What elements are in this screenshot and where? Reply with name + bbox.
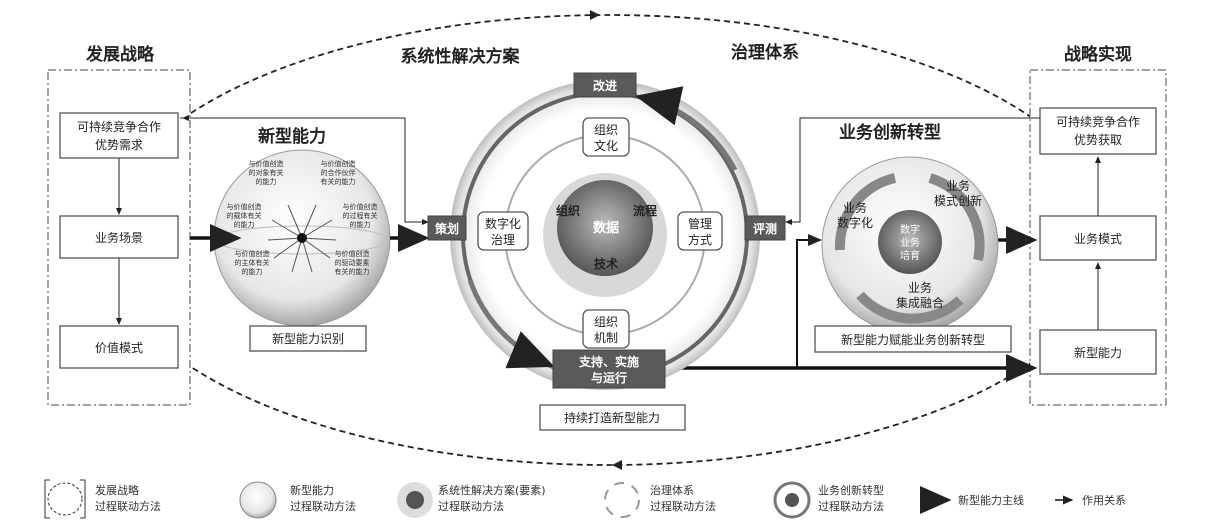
management-text-1: 管理: [688, 216, 712, 231]
governance-cycle: [450, 80, 760, 390]
capability-title: 新型能力: [258, 126, 326, 147]
support-text-1: 支持、实施: [578, 354, 639, 369]
digitize-text-1: 业务: [843, 200, 867, 215]
business-model-box: [1039, 215, 1157, 261]
sphere-text-driver: 与价值创造的驱动要素有关的能力: [334, 250, 370, 276]
business-sphere: [821, 156, 999, 334]
integrate-text-1: 业务: [908, 280, 932, 295]
legend-capability-icon: [239, 481, 277, 519]
demand-text-2: 优势需求: [95, 138, 143, 152]
value-mode-text: 价值模式: [95, 340, 143, 355]
advantage-text-2: 优势获取: [1074, 133, 1122, 147]
demand-box: [59, 112, 179, 159]
legend-strategy-1: 发展战略: [95, 483, 139, 497]
business-model-text: 业务模式: [1074, 231, 1122, 246]
evaluate-box: [744, 215, 786, 241]
scenario-text: 业务场景: [95, 230, 143, 245]
legend-capability-2: 过程联动方法: [290, 499, 356, 513]
legend-mainline: 新型能力主线: [958, 493, 1024, 507]
legend-business-1: 业务创新转型: [818, 483, 884, 497]
culture-box: [582, 117, 630, 157]
continuous-capability-box: [539, 404, 686, 431]
business-label-box: [814, 325, 1012, 353]
legend-solution-2: 过程联动方法: [438, 499, 504, 513]
culture-text-2: 文化: [594, 138, 618, 153]
culture-text-1: 组织: [594, 123, 618, 137]
demand-text-1: 可持续竞争合作: [77, 119, 161, 134]
support-text-2: 与运行: [591, 370, 627, 385]
governance-title: 治理体系: [731, 42, 799, 63]
sphere-text-process: 与价值创造的过程有关的能力: [342, 203, 378, 229]
legend: 发展战略 过程联动方法 新型能力 过程联动方法 系统性解决方案(要素) 过程联动…: [44, 479, 1126, 519]
continuous-capability-text: 持续打造新型能力: [564, 410, 660, 425]
cycle-arrow-bottom-icon: [612, 460, 622, 470]
capability-identify-text: 新型能力识别: [272, 331, 344, 346]
plan-box: [427, 215, 467, 241]
sphere-text-object: 与价值创造的对象有关的能力: [248, 160, 284, 186]
mechanism-text-2: 机制: [594, 331, 618, 345]
process-text: 流程: [633, 203, 657, 218]
left-panel-title: 发展战略: [85, 44, 155, 65]
digital-governance-box: [477, 211, 529, 251]
legend-business-icon: [773, 481, 811, 519]
core-text-1: 数字: [900, 223, 920, 236]
mechanism-box: [582, 309, 630, 349]
legend-strategy-2: 过程联动方法: [95, 499, 161, 513]
model-text-1: 业务: [946, 178, 970, 193]
legend-governance-2: 过程联动方法: [650, 499, 716, 513]
cycle-arrow-top-icon: [590, 10, 600, 20]
digital-governance-text-1: 数字化: [485, 216, 521, 231]
sphere-text-carrier: 与价值创造的载体有关的能力: [226, 203, 262, 229]
data-core-text: 数据: [593, 220, 619, 236]
advantage-text-1: 可持续竞争合作: [1056, 114, 1140, 129]
capability-sphere: 与价值创造的对象有关的能力 与价值创造的合作伙伴有关的能力 与价值创造的载体有关…: [213, 149, 391, 327]
sphere-text-partner: 与价值创造的合作伙伴有关的能力: [320, 160, 356, 186]
legend-governance-icon: [604, 482, 640, 518]
digital-governance-text-2: 治理: [491, 233, 515, 247]
legend-relation: 作用关系: [1082, 493, 1126, 507]
digitize-text-2: 数字化: [837, 215, 873, 230]
legend-strategy-icon: [44, 479, 86, 519]
plan-text: 策划: [435, 221, 459, 236]
legend-capability-1: 新型能力: [290, 483, 334, 497]
org-text: 组织: [556, 203, 580, 218]
management-box: [677, 211, 723, 251]
core-text-3: 培育: [900, 249, 920, 262]
value-mode-box: [59, 325, 179, 369]
new-capability-box: [1039, 329, 1157, 375]
solution-title: 系统性解决方案: [401, 46, 521, 67]
improve-box: [573, 72, 637, 98]
mechanism-text-1: 组织: [594, 315, 618, 329]
legend-solution-icon: [397, 482, 433, 518]
business-title: 业务创新转型: [839, 122, 941, 143]
evaluate-text: 评测: [753, 221, 777, 236]
support-box: [552, 349, 666, 389]
integrate-text-2: 集成融合: [896, 295, 944, 310]
tech-text: 技术: [594, 256, 618, 271]
capability-identify-box: [249, 325, 367, 352]
legend-governance-1: 治理体系: [650, 483, 694, 497]
sphere-text-subject: 与价值创造的主体有关的能力: [234, 250, 270, 276]
new-capability-text: 新型能力: [1074, 345, 1122, 360]
core-text-2: 业务: [900, 236, 920, 249]
legend-business-2: 过程联动方法: [818, 499, 884, 513]
advantage-box: [1039, 107, 1157, 155]
management-text-2: 方式: [688, 232, 712, 247]
right-panel-title: 战略实现: [1064, 44, 1132, 65]
improve-text: 改进: [593, 78, 617, 93]
model-text-2: 模式创新: [934, 193, 982, 208]
business-label-text: 新型能力赋能业务创新转型: [841, 332, 985, 347]
legend-solution-1: 系统性解决方案(要素): [438, 483, 546, 497]
